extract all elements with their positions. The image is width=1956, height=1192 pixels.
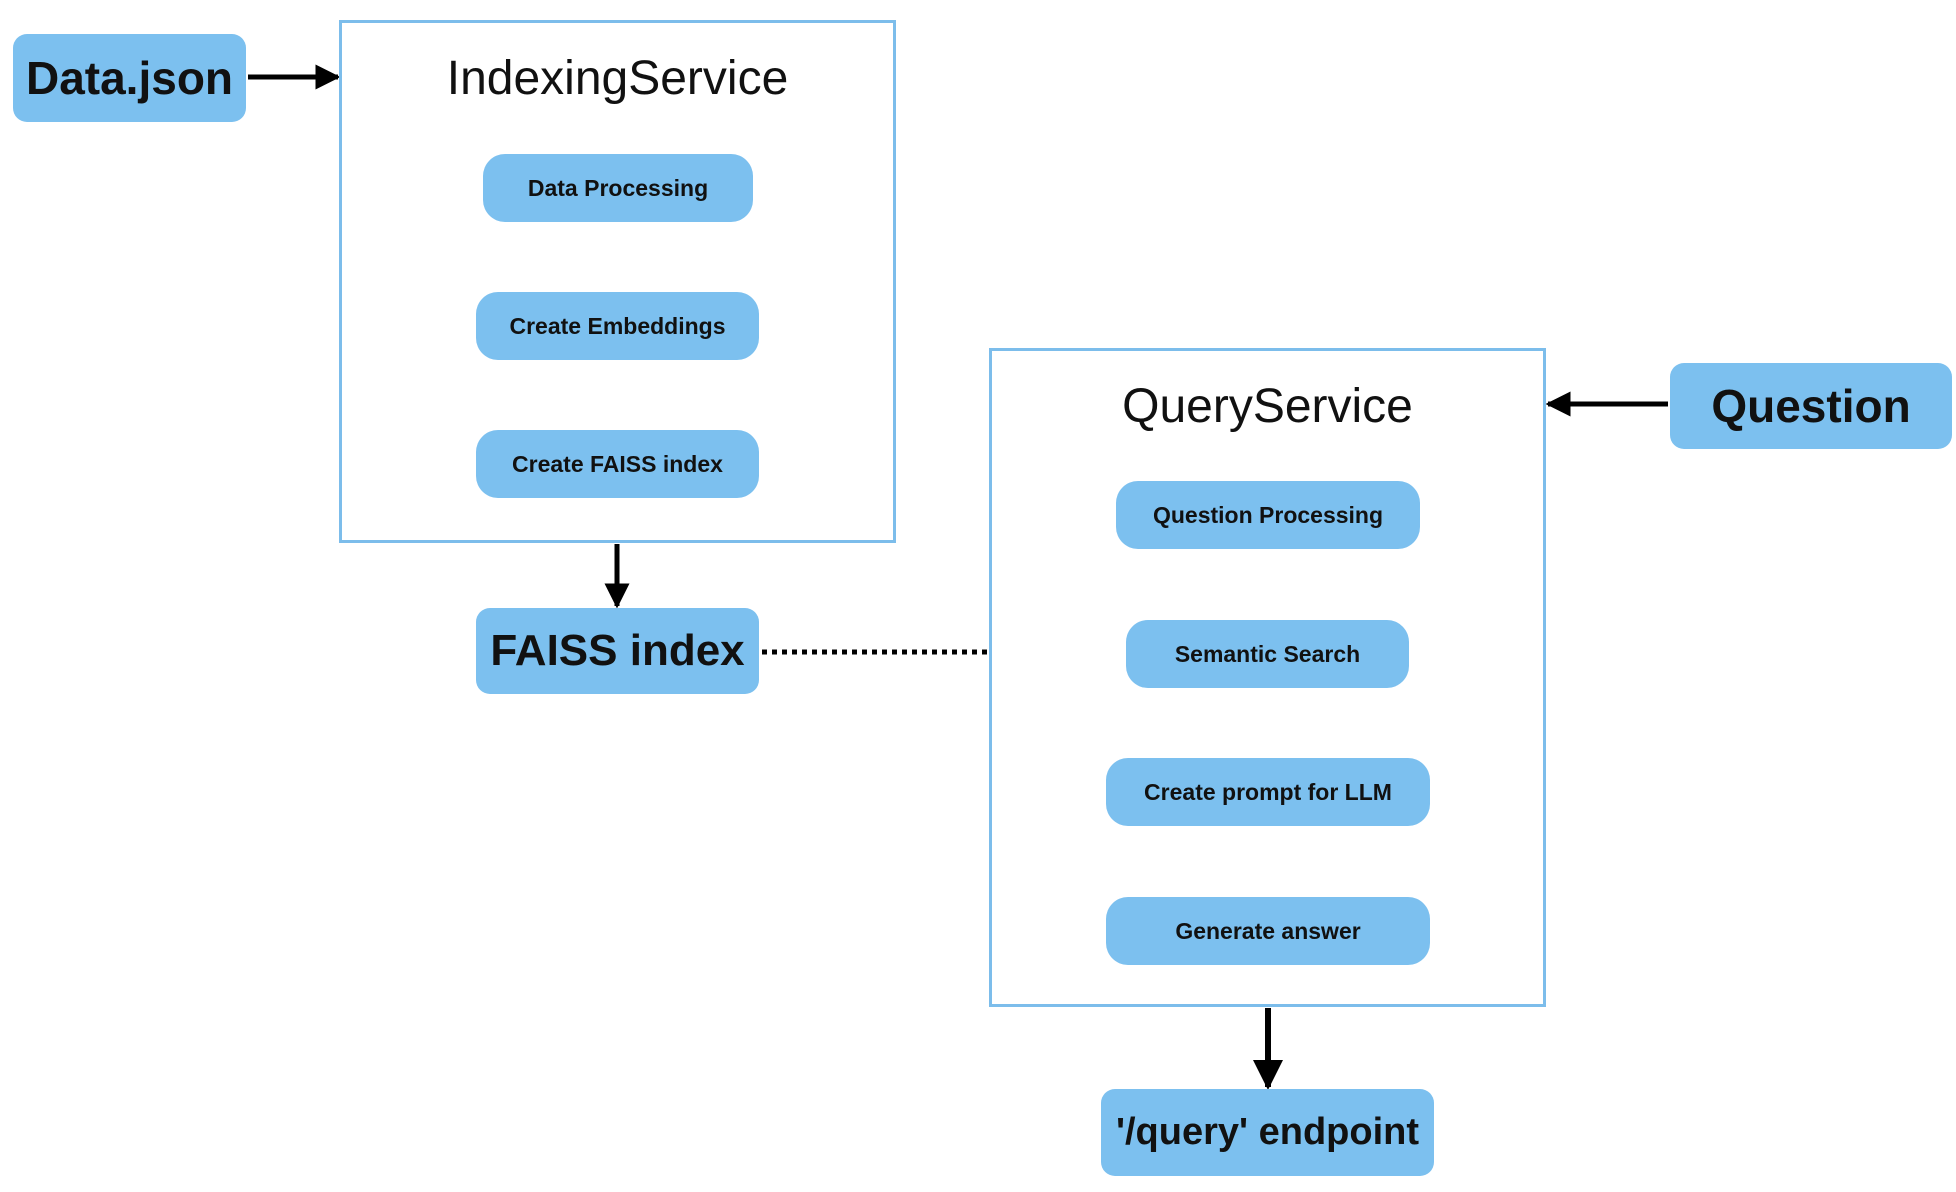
query-endpoint-node: '/query' endpoint: [1101, 1089, 1434, 1176]
data-json-label: Data.json: [25, 52, 234, 104]
data-processing-node: Data Processing: [483, 154, 753, 222]
create-prompt-label: Create prompt for LLM: [1144, 778, 1392, 805]
data-json-node: Data.json: [13, 34, 246, 122]
question-processing-label: Question Processing: [1152, 501, 1384, 528]
generate-answer-label: Generate answer: [1175, 917, 1361, 944]
faiss-index-node: FAISS index: [476, 608, 759, 694]
data-processing-label: Data Processing: [527, 174, 709, 201]
query-service-title: QueryService: [1122, 380, 1413, 433]
faiss-index-label: FAISS index: [490, 626, 745, 675]
create-prompt-node: Create prompt for LLM: [1106, 758, 1430, 826]
semantic-search-label: Semantic Search: [1174, 640, 1361, 667]
create-embeddings-label: Create Embeddings: [509, 312, 726, 339]
create-faiss-index-label: Create FAISS index: [512, 450, 723, 477]
question-processing-node: Question Processing: [1116, 481, 1420, 549]
indexing-service-title: IndexingService: [446, 52, 789, 105]
question-label: Question: [1711, 380, 1911, 432]
question-node: Question: [1670, 363, 1952, 449]
semantic-search-node: Semantic Search: [1126, 620, 1409, 688]
create-faiss-index-node: Create FAISS index: [476, 430, 759, 498]
generate-answer-node: Generate answer: [1106, 897, 1430, 965]
create-embeddings-node: Create Embeddings: [476, 292, 759, 360]
query-endpoint-label: '/query' endpoint: [1115, 1111, 1420, 1153]
